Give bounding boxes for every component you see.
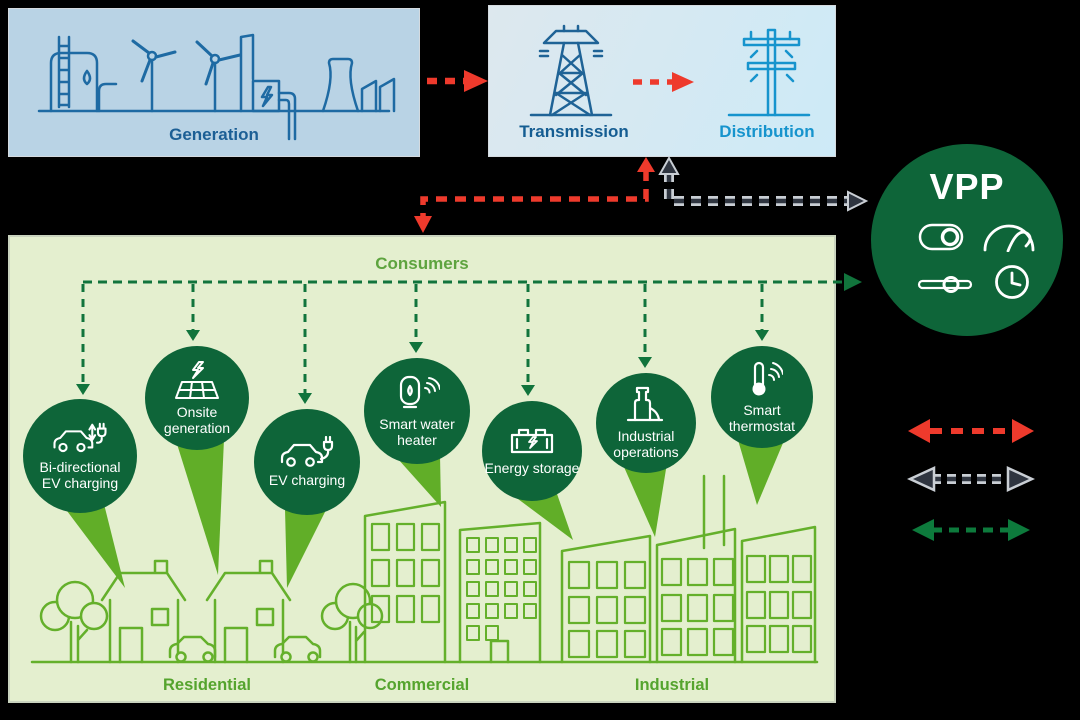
thermostat-icon	[752, 361, 783, 396]
device-label: Onsite generation	[163, 403, 231, 436]
bidirectional-ev-charging-icon	[53, 422, 107, 452]
device-smart-water-heater: Smart water heater	[364, 358, 470, 464]
device-onsite-generation: Onsite generation	[145, 346, 249, 450]
information-arrow-grid-to-vpp	[658, 155, 869, 212]
device-label: Bi-directional EV charging	[39, 458, 121, 491]
area-label-residential: Residential	[162, 676, 252, 694]
legend-arrow-red	[908, 419, 1034, 443]
area-label-industrial: Industrial	[634, 676, 710, 694]
vpp-label: VPP	[929, 166, 1005, 207]
area-label-commercial: Commercial	[374, 676, 470, 694]
device-label: EV charging	[268, 471, 346, 488]
device-label: Smart water heater	[379, 415, 455, 448]
generation-label: Generation	[169, 125, 259, 144]
legend-arrow-dark	[906, 466, 1036, 492]
water-heater-icon	[399, 375, 440, 408]
device-bidirectional-ev-charging: Bi-directional EV charging	[23, 399, 137, 513]
vpp-circle: VPP	[871, 144, 1063, 336]
transmission-distribution-box: Transmission Distribution	[488, 5, 836, 157]
transmission-tower-icon	[529, 24, 613, 117]
device-label: Energy storage	[484, 459, 580, 476]
consumers-label: Consumers	[375, 254, 469, 273]
device-energy-storage: Energy storage	[482, 401, 582, 501]
cityscape-illustration	[30, 474, 819, 664]
legend-arrow-green	[912, 519, 1030, 541]
distribution-label: Distribution	[719, 122, 815, 141]
device-smart-thermostat: Smart thermostat	[711, 346, 813, 448]
battery-icon	[510, 428, 554, 453]
ev-charging-icon	[280, 435, 334, 467]
distribution-pole-icon	[727, 28, 811, 117]
device-industrial-operations: Industrial operations	[596, 373, 696, 473]
device-label: Smart thermostat	[728, 401, 796, 434]
industrial-machine-icon	[626, 386, 664, 421]
power-arrow-generation-to-transmission	[427, 70, 488, 92]
solar-generation-icon	[175, 360, 219, 399]
clock-icon	[995, 265, 1029, 299]
gauge-icon	[983, 224, 1035, 252]
slider-icon	[917, 276, 973, 293]
transmission-label: Transmission	[519, 122, 629, 141]
device-ev-charging: EV charging	[254, 409, 360, 515]
toggle-switch-icon	[918, 223, 964, 251]
generation-icons	[37, 33, 396, 141]
device-label: Industrial operations	[613, 427, 679, 460]
generation-box: Generation	[8, 8, 420, 157]
power-arrow-grid-to-consumers	[414, 157, 655, 233]
